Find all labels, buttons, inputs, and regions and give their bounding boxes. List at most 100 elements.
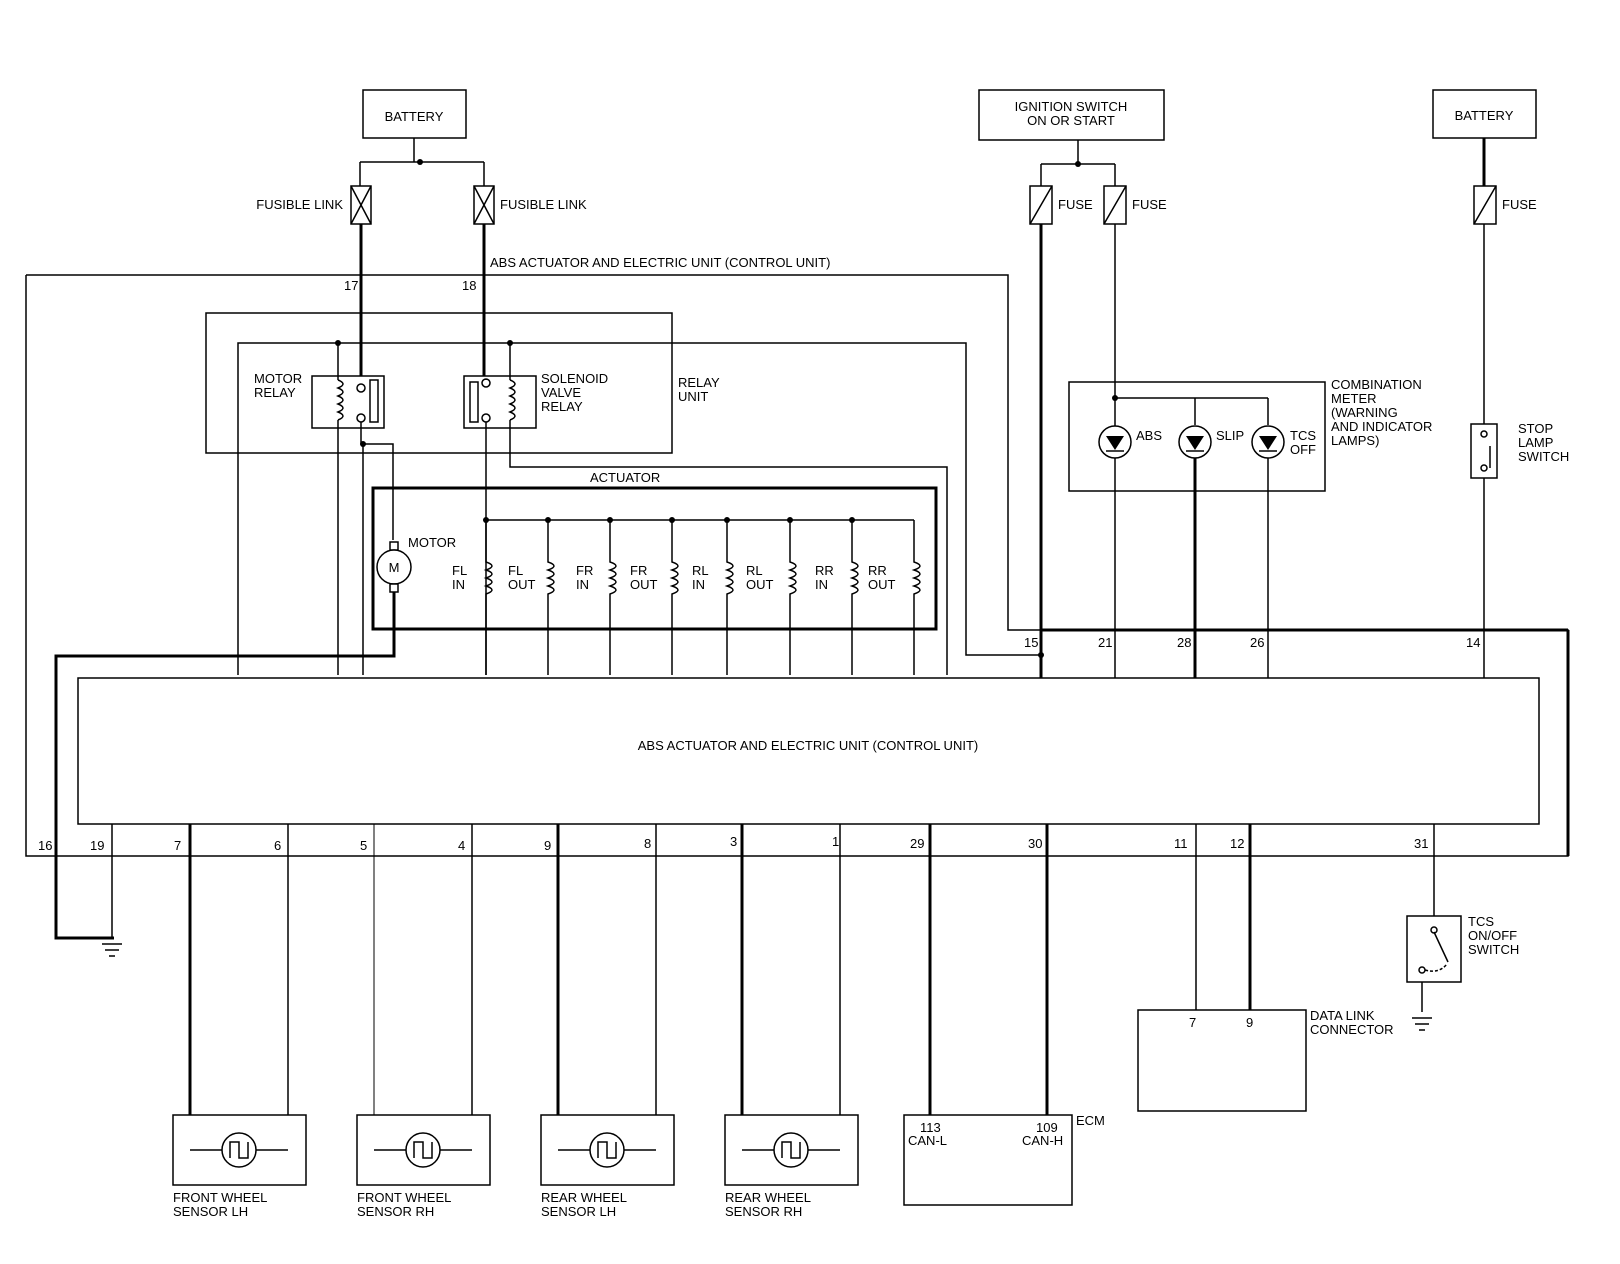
svg-text:FUSIBLE LINK: FUSIBLE LINK xyxy=(256,197,343,212)
svg-text:17: 17 xyxy=(344,278,358,293)
svg-text:ECM: ECM xyxy=(1076,1113,1105,1128)
svg-text:FR: FR xyxy=(630,563,647,578)
front-wheel-sensor-lh: FRONT WHEEL SENSOR LH xyxy=(172,1114,307,1219)
svg-text:12: 12 xyxy=(1230,836,1244,851)
svg-text:FUSE: FUSE xyxy=(1058,197,1093,212)
svg-text:SENSOR LH: SENSOR LH xyxy=(541,1204,616,1219)
svg-text:9: 9 xyxy=(544,838,551,853)
bottom-pin-labels: 16 19 7 6 5 4 9 8 3 1 29 30 11 12 31 xyxy=(38,834,1428,853)
ecm: 113 CAN-L 109 CAN-H ECM xyxy=(903,1113,1105,1206)
svg-text:RL: RL xyxy=(746,563,763,578)
svg-text:FL: FL xyxy=(452,563,467,578)
svg-text:DATA LINK: DATA LINK xyxy=(1310,1008,1375,1023)
svg-text:LAMPS): LAMPS) xyxy=(1331,433,1379,448)
svg-text:SWITCH: SWITCH xyxy=(1518,449,1569,464)
svg-text:MOTOR: MOTOR xyxy=(254,371,302,386)
front-wheel-sensor-rh: FRONT WHEEL SENSOR RH xyxy=(356,1114,491,1219)
svg-text:FRONT WHEEL: FRONT WHEEL xyxy=(173,1190,267,1205)
svg-text:VALVE: VALVE xyxy=(541,385,581,400)
motor-relay: MOTOR RELAY xyxy=(254,371,385,429)
svg-text:14: 14 xyxy=(1466,635,1480,650)
svg-text:9: 9 xyxy=(1246,1015,1253,1030)
svg-text:RR: RR xyxy=(868,563,887,578)
fuse-battery: FUSE xyxy=(1473,185,1537,225)
data-link-connector: 7 9 DATA LINK CONNECTOR xyxy=(1137,1008,1394,1112)
fusible-link-right: FUSIBLE LINK xyxy=(473,185,587,225)
svg-text:21: 21 xyxy=(1098,635,1112,650)
svg-text:RELAY: RELAY xyxy=(254,385,296,400)
svg-text:CONNECTOR: CONNECTOR xyxy=(1310,1022,1394,1037)
svg-text:29: 29 xyxy=(910,836,924,851)
svg-text:FUSE: FUSE xyxy=(1132,197,1167,212)
battery-left: BATTERY xyxy=(362,89,467,139)
svg-text:6: 6 xyxy=(274,838,281,853)
svg-text:26: 26 xyxy=(1250,635,1264,650)
svg-text:SENSOR RH: SENSOR RH xyxy=(725,1204,802,1219)
svg-text:3: 3 xyxy=(730,834,737,849)
svg-text:5: 5 xyxy=(360,838,367,853)
svg-text:16: 16 xyxy=(38,838,52,853)
svg-text:BATTERY: BATTERY xyxy=(1455,108,1514,123)
svg-text:FUSIBLE LINK: FUSIBLE LINK xyxy=(500,197,587,212)
svg-text:IN: IN xyxy=(576,577,589,592)
svg-text:SWITCH: SWITCH xyxy=(1468,942,1519,957)
svg-text:MOTOR: MOTOR xyxy=(408,535,456,550)
svg-text:109: 109 xyxy=(1036,1120,1058,1135)
svg-text:ON/OFF: ON/OFF xyxy=(1468,928,1517,943)
fuse-ign-1: FUSE xyxy=(1029,185,1093,225)
svg-text:UNIT: UNIT xyxy=(678,389,708,404)
svg-text:TCS: TCS xyxy=(1468,914,1494,929)
ground-symbol-left xyxy=(102,943,122,957)
svg-text:IGNITION SWITCH: IGNITION SWITCH xyxy=(1015,99,1128,114)
svg-text:FRONT WHEEL: FRONT WHEEL xyxy=(357,1190,451,1205)
svg-text:ACTUATOR: ACTUATOR xyxy=(590,470,660,485)
svg-text:SENSOR LH: SENSOR LH xyxy=(173,1204,248,1219)
svg-text:FUSE: FUSE xyxy=(1502,197,1537,212)
svg-text:RELAY: RELAY xyxy=(678,375,720,390)
svg-text:OUT: OUT xyxy=(746,577,774,592)
abs-control-unit: ABS ACTUATOR AND ELECTRIC UNIT (CONTROL … xyxy=(77,677,1540,825)
svg-text:8: 8 xyxy=(644,836,651,851)
tcs-off-lamp: TCS OFF xyxy=(1251,425,1316,459)
solenoid-valve-relay: SOLENOID VALVE RELAY xyxy=(463,371,608,429)
abs-unit-top-label: ABS ACTUATOR AND ELECTRIC UNIT (CONTROL … xyxy=(490,255,830,270)
svg-text:RR: RR xyxy=(815,563,834,578)
tcs-on-off-switch: TCS ON/OFF SWITCH xyxy=(1406,914,1519,983)
ground-symbol-right xyxy=(1412,1017,1432,1031)
svg-text:31: 31 xyxy=(1414,836,1428,851)
slip-indicator-lamp: SLIP xyxy=(1178,425,1244,459)
svg-text:COMBINATION: COMBINATION xyxy=(1331,377,1422,392)
rear-wheel-sensor-rh: REAR WHEEL SENSOR RH xyxy=(724,1114,859,1219)
svg-text:ON OR START: ON OR START xyxy=(1027,113,1115,128)
svg-text:11: 11 xyxy=(1174,836,1188,851)
svg-text:OUT: OUT xyxy=(508,577,536,592)
svg-text:LAMP: LAMP xyxy=(1518,435,1553,450)
svg-text:OFF: OFF xyxy=(1290,442,1316,457)
svg-text:(WARNING: (WARNING xyxy=(1331,405,1398,420)
svg-text:REAR WHEEL: REAR WHEEL xyxy=(541,1190,627,1205)
svg-text:IN: IN xyxy=(815,577,828,592)
svg-text:18: 18 xyxy=(462,278,476,293)
actuator: ACTUATOR xyxy=(371,470,938,631)
fusible-link-left: FUSIBLE LINK xyxy=(256,185,372,225)
relay-unit: RELAY UNIT xyxy=(205,312,720,454)
svg-text:ABS ACTUATOR AND ELECTRIC UNIT: ABS ACTUATOR AND ELECTRIC UNIT (CONTROL … xyxy=(638,738,978,753)
svg-text:30: 30 xyxy=(1028,836,1042,851)
svg-text:15: 15 xyxy=(1024,635,1038,650)
pump-motor: M MOTOR xyxy=(376,535,456,593)
svg-text:7: 7 xyxy=(1189,1015,1196,1030)
svg-text:CAN-L: CAN-L xyxy=(908,1133,947,1148)
svg-text:IN: IN xyxy=(692,577,705,592)
svg-text:FR: FR xyxy=(576,563,593,578)
svg-text:STOP: STOP xyxy=(1518,421,1553,436)
svg-text:SLIP: SLIP xyxy=(1216,428,1244,443)
svg-text:AND INDICATOR: AND INDICATOR xyxy=(1331,419,1432,434)
combination-meter: COMBINATION METER (WARNING AND INDICATOR… xyxy=(1068,377,1432,492)
svg-text:OUT: OUT xyxy=(630,577,658,592)
svg-text:BATTERY: BATTERY xyxy=(385,109,444,124)
stop-lamp-switch: STOP LAMP SWITCH xyxy=(1470,421,1569,479)
svg-text:ABS: ABS xyxy=(1136,428,1162,443)
svg-text:19: 19 xyxy=(90,838,104,853)
